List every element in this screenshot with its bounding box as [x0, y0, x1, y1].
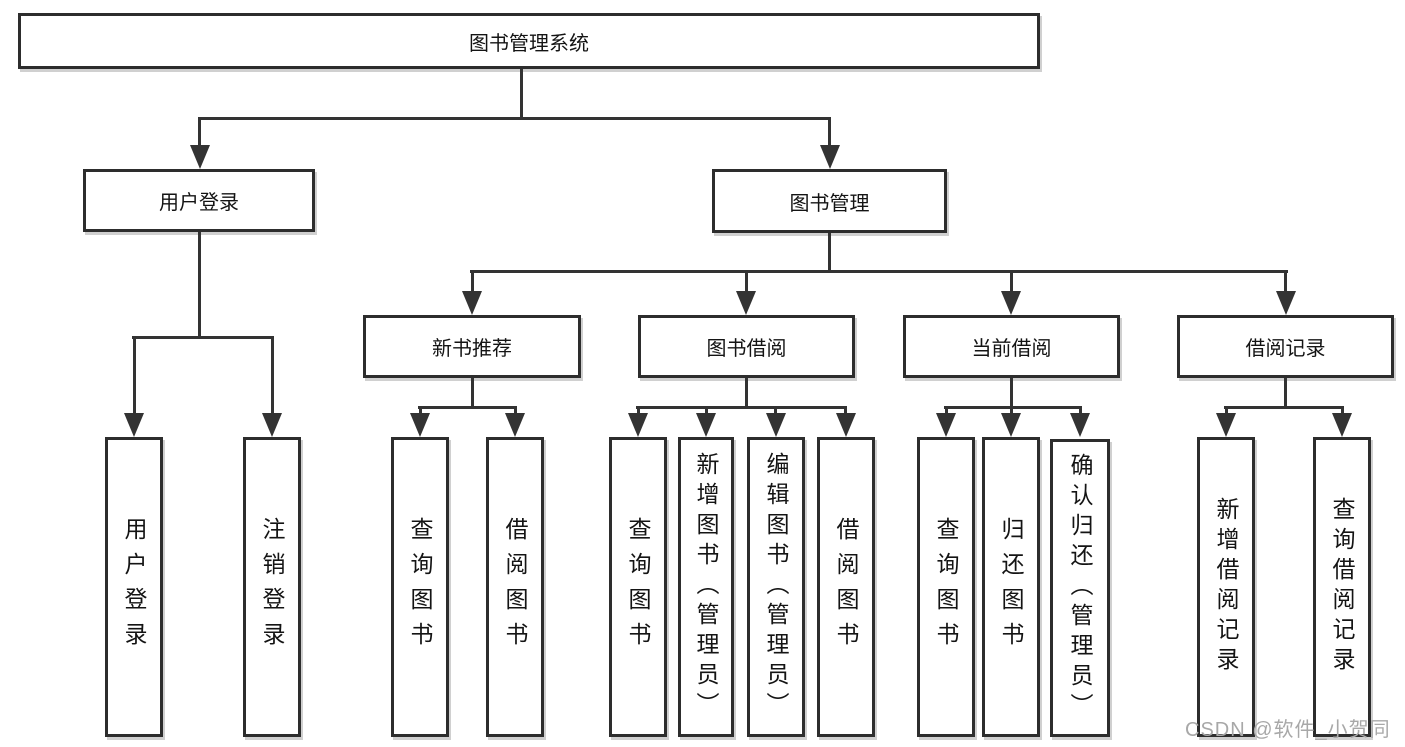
leaf-borrow-borrow-books: 借阅图书: [817, 437, 875, 737]
leaf-current-confirm-return-admin: 确认归还（管理员）: [1050, 439, 1110, 737]
connector-drop-rec-query: [419, 406, 422, 415]
node-library-management-system: 图书管理系统: [18, 13, 1040, 69]
node-user-login: 用户登录: [83, 169, 315, 232]
connector-drop-cur-confirm: [1079, 406, 1082, 415]
connector-current-stem: [1010, 378, 1013, 406]
connector-drop-recd-query: [1341, 406, 1344, 415]
connector-user-login-branch: [132, 336, 274, 339]
arrow-to-current: [1001, 291, 1021, 315]
arrow-to-recd-add: [1216, 413, 1236, 437]
arrow-to-recommend: [462, 291, 482, 315]
connector-drop-bor-add: [705, 406, 708, 415]
leaf-borrow-edit-books-admin: 编辑图书（管理员）: [747, 437, 805, 737]
connector-borrow-stem: [745, 378, 748, 406]
arrow-to-bor-query: [628, 413, 648, 437]
connector-drop-recd-add: [1225, 406, 1228, 415]
leaf-borrow-query-books: 查询图书: [609, 437, 667, 737]
arrow-to-book-management: [820, 145, 840, 169]
leaf-recommend-query-books: 查询图书: [391, 437, 449, 737]
arrow-to-leaf-login: [124, 413, 144, 437]
leaf-records-query-record: 查询借阅记录: [1313, 437, 1371, 737]
leaf-current-query-books: 查询图书: [917, 437, 975, 737]
leaf-recommend-borrow-books: 借阅图书: [486, 437, 544, 737]
connector-drop-recommend: [471, 270, 474, 293]
node-new-book-recommend: 新书推荐: [363, 315, 581, 378]
node-book-borrow: 图书借阅: [638, 315, 855, 378]
connector-drop-records: [1284, 270, 1287, 293]
connector-recommend-stem: [471, 378, 474, 406]
leaf-borrow-add-books-admin: 新增图书（管理员）: [678, 437, 734, 737]
connector-drop-leaf-logout: [271, 336, 274, 415]
connector-records-branch: [1224, 406, 1344, 409]
connector-level1-branch: [198, 117, 831, 120]
leaf-user-login: 用户登录: [105, 437, 163, 737]
connector-root-stem: [520, 69, 523, 117]
connector-current-branch: [944, 406, 1082, 409]
arrow-to-rec-query: [410, 413, 430, 437]
arrow-to-bor-edit: [766, 413, 786, 437]
connector-records-stem: [1284, 378, 1287, 406]
connector-drop-book-management: [828, 117, 831, 147]
connector-drop-bor-query: [637, 406, 640, 415]
arrow-to-bor-borrow: [836, 413, 856, 437]
arrow-to-recd-query: [1332, 413, 1352, 437]
connector-drop-borrow: [745, 270, 748, 293]
connector-drop-current: [1010, 270, 1013, 293]
node-current-borrow: 当前借阅: [903, 315, 1120, 378]
node-book-management: 图书管理: [712, 169, 947, 233]
arrow-to-user-login: [190, 145, 210, 169]
arrow-to-rec-borrow: [505, 413, 525, 437]
arrow-to-cur-query: [936, 413, 956, 437]
connector-drop-leaf-login: [133, 336, 136, 415]
connector-drop-cur-return: [1010, 406, 1013, 415]
arrow-to-cur-return: [1001, 413, 1021, 437]
connector-level2-branch: [470, 270, 1288, 273]
connector-drop-user-login: [198, 117, 201, 147]
connector-drop-cur-query: [945, 406, 948, 415]
connector-borrow-branch: [636, 406, 847, 409]
connector-drop-bor-borrow: [844, 406, 847, 415]
csdn-watermark: CSDN @软件_小贺同学: [1185, 719, 1391, 741]
arrow-to-bor-add: [696, 413, 716, 437]
connector-drop-bor-edit: [774, 406, 777, 415]
leaf-current-return-books: 归还图书: [982, 437, 1040, 737]
leaf-logout: 注销登录: [243, 437, 301, 737]
arrow-to-records: [1276, 291, 1296, 315]
arrow-to-borrow: [736, 291, 756, 315]
node-borrow-records: 借阅记录: [1177, 315, 1394, 378]
connector-recommend-branch: [418, 406, 517, 409]
arrow-to-leaf-logout: [262, 413, 282, 437]
arrow-to-cur-confirm: [1070, 413, 1090, 437]
connector-book-management-stem: [828, 233, 831, 270]
connector-drop-rec-borrow: [514, 406, 517, 415]
leaf-records-add-record: 新增借阅记录: [1197, 437, 1255, 737]
connector-user-login-stem: [198, 232, 201, 336]
